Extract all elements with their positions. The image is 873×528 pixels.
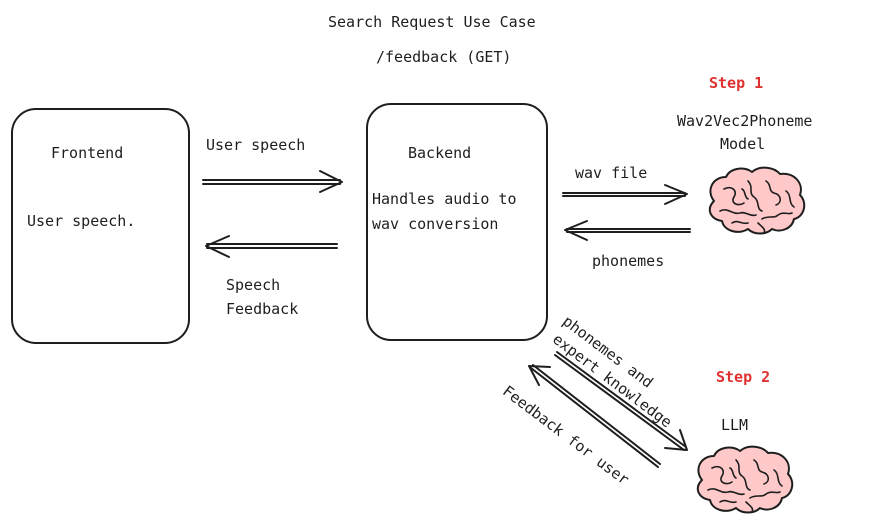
frontend-body: User speech. <box>27 212 136 230</box>
speech-feedback-label-2: Feedback <box>226 300 299 318</box>
user-speech-label: User speech <box>206 136 306 154</box>
phonemes-label: phonemes <box>592 252 665 270</box>
backend-title: Backend <box>408 144 472 162</box>
wav-file-arrow <box>562 184 688 205</box>
brain-icon <box>696 445 794 514</box>
step1-label: Step 1 <box>709 74 764 92</box>
step1-model-line2: Model <box>720 135 766 153</box>
diagram-title: Search Request Use Case <box>328 13 536 31</box>
wav-file-label: wav file <box>575 164 648 182</box>
backend-box <box>366 103 548 341</box>
brain-icon <box>708 166 806 235</box>
step1-model-line1: Wav2Vec2Phoneme <box>677 112 813 130</box>
phonemes-arrow <box>564 220 691 241</box>
backend-body-line1: Handles audio to <box>372 190 517 208</box>
speech-feedback-label-1: Speech <box>226 276 281 294</box>
backend-body-line2: wav conversion <box>372 215 499 233</box>
frontend-title: Frontend <box>51 144 124 162</box>
speech-feedback-arrow <box>205 235 338 258</box>
diagram-subtitle: /feedback (GET) <box>376 48 512 66</box>
user-speech-arrow <box>202 170 343 193</box>
frontend-box <box>11 108 190 344</box>
phonemes-expert-arrow <box>554 351 688 451</box>
step2-label: Step 2 <box>716 368 771 386</box>
step2-model-label: LLM <box>721 416 749 434</box>
feedback-for-user-arrow <box>528 364 661 468</box>
